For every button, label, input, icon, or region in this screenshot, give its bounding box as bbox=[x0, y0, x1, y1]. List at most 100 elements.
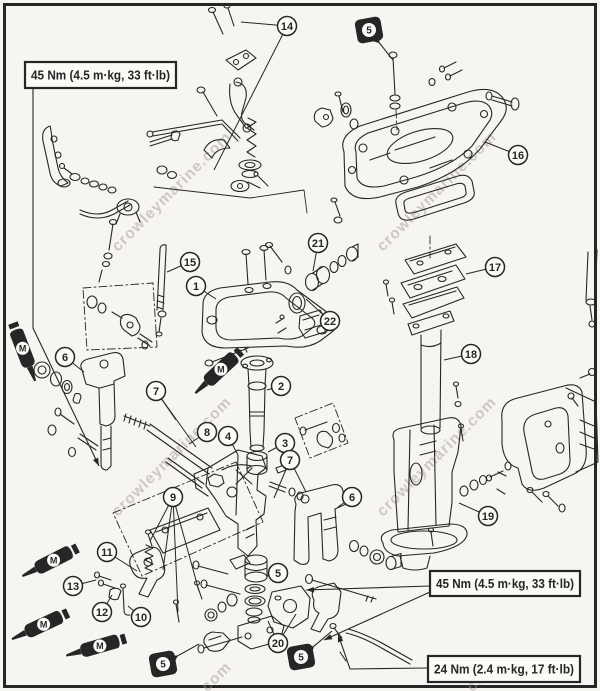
sealant-flag-number: 5 bbox=[298, 653, 304, 664]
callout-number: 9 bbox=[170, 492, 176, 504]
steering-link-parts-group bbox=[196, 3, 269, 193]
callout-leader-line bbox=[162, 496, 174, 571]
callout-8 bbox=[196, 421, 218, 443]
callout-6 bbox=[341, 486, 363, 508]
callout-number: 4 bbox=[225, 431, 232, 443]
grease-flag-icon: M bbox=[11, 608, 71, 641]
sealant-flag-number: 5 bbox=[366, 26, 372, 37]
clamp-bracket-left-group bbox=[33, 352, 126, 471]
sealant-leader-line bbox=[310, 630, 333, 650]
callout-number: 12 bbox=[96, 607, 108, 619]
callout-4 bbox=[217, 425, 239, 447]
sealant-flag-number: 5 bbox=[160, 660, 166, 671]
flag-layer: M M M M M 5 5 5 bbox=[8, 16, 384, 678]
callout-number: 2 bbox=[278, 381, 284, 393]
callout-21 bbox=[307, 232, 329, 254]
callout-16 bbox=[507, 144, 529, 166]
callout-number: 19 bbox=[482, 511, 494, 523]
callout-leader-line bbox=[172, 496, 179, 613]
link-rod-group bbox=[155, 244, 167, 337]
grease-flag-icon: M bbox=[8, 321, 37, 382]
steering-arm-group bbox=[201, 244, 338, 367]
torque-top-left-text: 45 Nm (4.5 m·kg, 33 ft·lb) bbox=[31, 68, 170, 82]
stop-link-group bbox=[299, 421, 346, 449]
callout-6 bbox=[54, 346, 76, 368]
callout-2 bbox=[270, 375, 292, 397]
callout-number: 13 bbox=[67, 581, 79, 593]
callout-14 bbox=[276, 15, 298, 37]
callout-number: 22 bbox=[324, 316, 336, 328]
leader-arrowhead bbox=[93, 457, 99, 466]
callout-leader-line bbox=[172, 496, 200, 592]
callout-number: 7 bbox=[287, 455, 293, 467]
callout-number: 3 bbox=[282, 438, 288, 450]
watermark-text: crowleymarine.com bbox=[374, 394, 500, 520]
callout-15 bbox=[179, 251, 201, 273]
callout-leader-line bbox=[213, 25, 288, 171]
callout-number: 20 bbox=[272, 638, 284, 650]
sealant-leader-line bbox=[376, 39, 394, 61]
grease-flag-letter: M bbox=[96, 641, 104, 651]
watermark-text: crowleymarine.com bbox=[109, 129, 235, 255]
grease-flag-icon: M bbox=[21, 543, 80, 577]
torque-bottom-24-box bbox=[426, 654, 582, 684]
callout-number: 6 bbox=[349, 492, 355, 504]
callout-7 bbox=[279, 449, 301, 471]
callout-11 bbox=[96, 541, 118, 563]
bushing-chain-group bbox=[86, 295, 153, 350]
sealant-flag-icon: 5 bbox=[286, 643, 316, 671]
sealant-flag-icon: 5 bbox=[148, 650, 178, 678]
lower-casing-group bbox=[380, 417, 506, 571]
torque-bottom-45-box bbox=[428, 569, 582, 598]
grease-flag-letter: M bbox=[217, 365, 225, 375]
apron-bracket-group bbox=[497, 367, 599, 513]
shift-linkage-group bbox=[42, 119, 308, 283]
exhaust-guide-group bbox=[382, 243, 467, 319]
callout-number: 7 bbox=[153, 386, 159, 398]
steering-friction-group bbox=[264, 241, 359, 339]
callout-17 bbox=[484, 256, 506, 278]
torque-bottom-45-text: 45 Nm (4.5 m·kg, 33 ft·lb) bbox=[436, 577, 574, 591]
upper-casing-group bbox=[313, 51, 520, 224]
tilt-tube-group bbox=[123, 413, 225, 489]
callout-number: 1 bbox=[193, 281, 199, 293]
callout-10 bbox=[130, 606, 152, 628]
callout-19 bbox=[477, 505, 499, 527]
callout-18 bbox=[460, 343, 482, 365]
callout-number: 17 bbox=[489, 262, 501, 274]
callout-number: 6 bbox=[62, 352, 68, 364]
sealant-flag-icon: 5 bbox=[354, 16, 384, 44]
torque-label-layer: 45 Nm (4.5 m·kg, 33 ft·lb) 45 Nm (4.5 m·k… bbox=[23, 60, 582, 684]
right-edge-parts-group bbox=[585, 249, 598, 328]
callout-1 bbox=[185, 275, 207, 297]
sealant-leader-line bbox=[174, 643, 200, 659]
torque-bottom-24-text: 24 Nm (2.4 m·kg, 17 ft·lb) bbox=[434, 662, 574, 676]
driveshaft-housing-group bbox=[407, 310, 465, 442]
torque-leader-line bbox=[337, 633, 429, 670]
callout-number: 10 bbox=[135, 612, 147, 624]
torque-leader-line bbox=[323, 591, 431, 641]
torque-leader-line bbox=[305, 585, 431, 591]
page-border bbox=[3, 3, 597, 688]
callout-number: 14 bbox=[281, 21, 294, 33]
callout-leader-line bbox=[155, 390, 197, 448]
callout-number: 5 bbox=[275, 568, 281, 580]
callout-number: 21 bbox=[312, 238, 324, 250]
callout-20 bbox=[267, 632, 289, 654]
callout-number: 11 bbox=[101, 547, 113, 559]
callout-number: 16 bbox=[512, 150, 524, 162]
callout-number: 18 bbox=[465, 349, 477, 361]
grease-flag-icon: M bbox=[65, 633, 128, 657]
callout-7 bbox=[145, 380, 167, 402]
callout-number: 15 bbox=[184, 257, 196, 269]
leader-arrowhead bbox=[337, 634, 344, 643]
grease-flag-letter: M bbox=[19, 344, 27, 354]
torque-top-left-box bbox=[23, 60, 178, 90]
grease-flag-letter: M bbox=[50, 555, 58, 565]
callout-5 bbox=[267, 562, 289, 584]
grease-flag-letter: M bbox=[40, 620, 48, 630]
grease-flag-icon: M bbox=[194, 347, 245, 394]
callout-12 bbox=[91, 601, 113, 623]
callout-9 bbox=[162, 486, 184, 508]
